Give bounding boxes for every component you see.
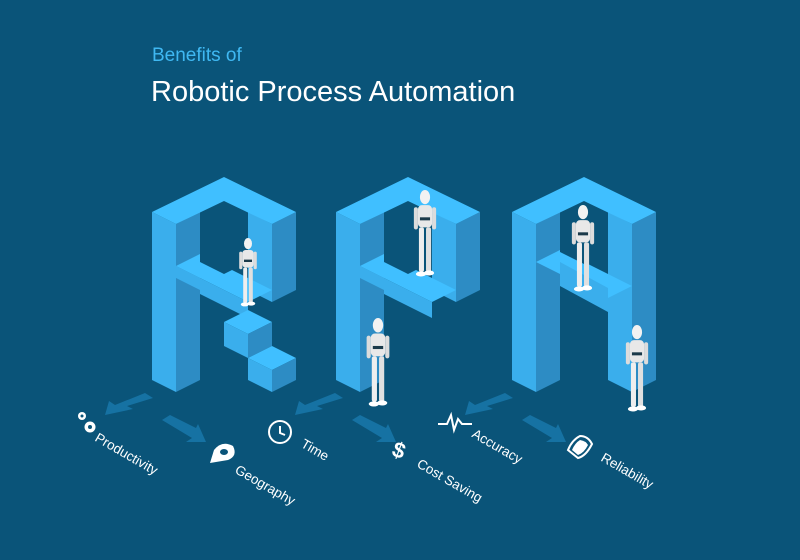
block-face xyxy=(360,266,432,318)
map-pin-icon xyxy=(210,443,235,463)
block-face xyxy=(176,254,272,302)
robot-figure xyxy=(625,325,649,412)
arrow-icon xyxy=(352,415,396,442)
subtitle: Benefits of xyxy=(152,45,242,66)
block-face xyxy=(224,322,248,358)
arrow-icon xyxy=(105,393,153,415)
block-face xyxy=(512,212,536,392)
block-face xyxy=(456,212,480,302)
block-face xyxy=(248,358,272,392)
block-face xyxy=(336,177,480,224)
gears-icon xyxy=(78,412,96,433)
letter-r-blocks xyxy=(152,177,296,392)
block-face xyxy=(152,212,176,392)
pulse-icon xyxy=(438,411,472,434)
block-face xyxy=(272,212,296,302)
page-title: Robotic Process Automation xyxy=(151,76,516,108)
block-face xyxy=(176,212,200,392)
clock-icon xyxy=(268,420,292,444)
block-face xyxy=(536,212,560,392)
block-face xyxy=(248,212,272,302)
block-face xyxy=(432,212,456,302)
block-face xyxy=(272,358,296,392)
shield-icon xyxy=(566,434,594,460)
block-face xyxy=(176,266,248,318)
robot-figure xyxy=(239,238,257,307)
arrow-icon xyxy=(522,415,566,442)
letter-p-blocks xyxy=(336,177,480,392)
letter-hole xyxy=(200,218,248,274)
arrow-icon xyxy=(295,393,343,415)
arrow-icon xyxy=(162,415,206,442)
block-face xyxy=(336,212,360,392)
block-face xyxy=(360,254,456,302)
block-face xyxy=(152,177,296,224)
arrow-icon xyxy=(465,393,513,415)
robot-figure xyxy=(413,190,437,277)
robot-figure xyxy=(366,318,390,407)
block-face xyxy=(512,177,656,224)
block-face xyxy=(608,212,632,392)
robot-figure xyxy=(571,205,595,292)
